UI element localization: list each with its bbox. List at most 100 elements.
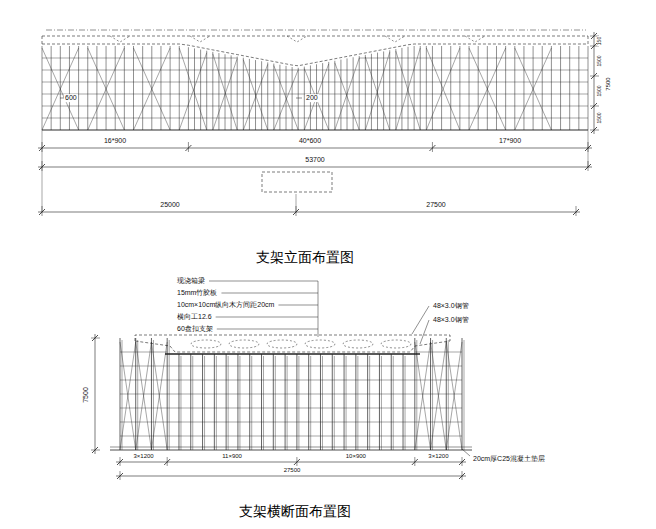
- horizontal-ledger: [384, 82, 390, 83]
- diagonal-brace: [136, 342, 152, 450]
- vertical-pole: [273, 64, 274, 130]
- horizontal-ledger: [487, 118, 496, 119]
- vertical-pole: [133, 46, 134, 130]
- horizontal-ledger: [238, 366, 250, 367]
- horizontal-ledger: [151, 380, 167, 381]
- horizontal-ledger: [396, 58, 402, 59]
- horizontal-ledger: [329, 82, 335, 83]
- horizontal-ledger: [136, 352, 152, 353]
- girder-end: [42, 36, 43, 44]
- horizontal-ledger: [79, 58, 88, 59]
- horizontal-ledger: [570, 118, 579, 119]
- horizontal-ledger: [403, 366, 415, 367]
- horizontal-ledger: [79, 106, 88, 107]
- horizontal-ledger: [134, 118, 143, 119]
- horizontal-ledger: [551, 58, 560, 59]
- leader-line: [462, 449, 470, 456]
- horizontal-ledger: [487, 94, 496, 95]
- horizontal-ledger: [268, 94, 274, 95]
- horizontal-ledger: [323, 94, 329, 95]
- horizontal-ledger: [51, 94, 60, 95]
- cross-beam: [110, 36, 130, 42]
- cross-beam: [465, 36, 485, 42]
- horizontal-ledger: [551, 118, 560, 119]
- horizontal-ledger: [446, 352, 462, 353]
- dimension: 17*900: [498, 137, 522, 145]
- girder-cell: [381, 340, 411, 348]
- horizontal-ledger: [359, 106, 365, 107]
- horizontal-ledger: [161, 82, 170, 83]
- horizontal-ledger: [309, 422, 321, 423]
- horizontal-ledger: [42, 118, 51, 119]
- horizontal-ledger: [487, 70, 496, 71]
- horizontal-ledger: [317, 70, 323, 71]
- horizontal-ledger: [420, 106, 426, 107]
- horizontal-ledger: [219, 106, 225, 107]
- horizontal-ledger: [344, 408, 356, 409]
- horizontal-ledger: [143, 58, 152, 59]
- horizontal-ledger: [297, 366, 309, 367]
- horizontal-ledger: [226, 366, 238, 367]
- horizontal-ledger: [414, 70, 420, 71]
- horizontal-ledger: [79, 118, 88, 119]
- leader-line: [420, 320, 429, 344]
- horizontal-ledger: [151, 422, 167, 423]
- vertical-pole: [414, 46, 415, 130]
- horizontal-ledger: [120, 366, 136, 367]
- dimension: 27500: [283, 467, 302, 474]
- horizontal-ledger: [243, 106, 249, 107]
- horizontal-ledger: [396, 70, 402, 71]
- horizontal-ledger: [106, 94, 115, 95]
- horizontal-ledger: [225, 70, 231, 71]
- horizontal-ledger: [97, 58, 106, 59]
- vertical-pole: [42, 46, 43, 130]
- horizontal-ledger: [134, 106, 143, 107]
- horizontal-ledger: [524, 58, 533, 59]
- horizontal-ledger: [268, 106, 274, 107]
- horizontal-ledger: [214, 436, 226, 437]
- horizontal-ledger: [332, 366, 344, 367]
- vertical-pole: [464, 340, 465, 450]
- horizontal-ledger: [262, 94, 268, 95]
- cross-beam: [190, 36, 210, 42]
- horizontal-ledger: [226, 394, 238, 395]
- vertical-pole: [170, 46, 171, 130]
- horizontal-ledger: [487, 82, 496, 83]
- horizontal-ledger: [515, 70, 524, 71]
- horizontal-ledger: [170, 118, 179, 119]
- vertical-pole: [190, 354, 191, 450]
- horizontal-ledger: [365, 58, 371, 59]
- horizontal-ledger: [151, 366, 167, 367]
- diagonal-brace: [120, 342, 136, 450]
- horizontal-ledger: [309, 366, 321, 367]
- horizontal-ledger: [286, 118, 292, 119]
- leader-line: [318, 281, 319, 337]
- horizontal-ledger: [79, 82, 88, 83]
- horizontal-ledger: [88, 70, 97, 71]
- horizontal-ledger: [379, 366, 391, 367]
- horizontal-ledger: [273, 380, 285, 381]
- extension-line: [167, 457, 168, 466]
- horizontal-ledger: [403, 394, 415, 395]
- horizontal-ledger: [403, 436, 415, 437]
- horizontal-ledger: [151, 394, 167, 395]
- horizontal-ledger: [446, 436, 462, 437]
- horizontal-ledger: [496, 70, 505, 71]
- diagonal-brace: [136, 342, 152, 450]
- horizontal-ledger: [431, 436, 447, 437]
- vertical-pole: [237, 354, 238, 450]
- horizontal-ledger: [368, 422, 380, 423]
- vertical-pole: [188, 47, 189, 130]
- vertical-pole: [365, 55, 366, 130]
- horizontal-ledger: [320, 366, 332, 367]
- horizontal-ledger: [250, 422, 262, 423]
- horizontal-ledger: [496, 106, 505, 107]
- horizontal-ledger: [191, 408, 203, 409]
- horizontal-ledger: [384, 94, 390, 95]
- horizontal-ledger: [191, 436, 203, 437]
- horizontal-ledger: [515, 118, 524, 119]
- horizontal-ledger: [191, 422, 203, 423]
- horizontal-ledger: [579, 106, 588, 107]
- vertical-pole: [115, 46, 116, 130]
- diagonal-brace: [335, 63, 359, 130]
